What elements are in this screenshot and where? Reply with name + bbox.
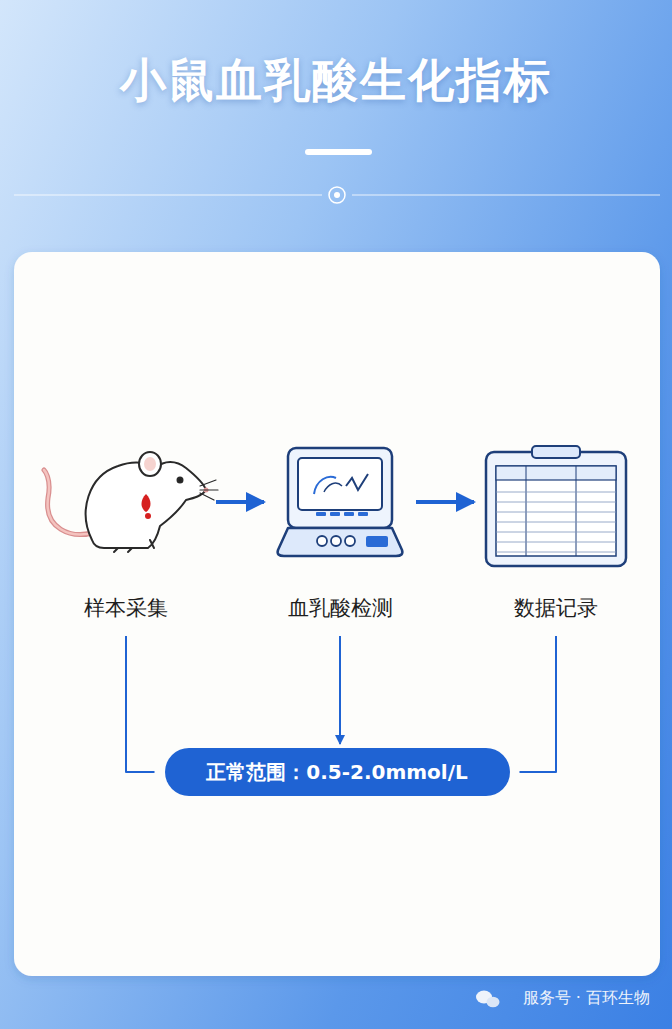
page-title: 小鼠血乳酸生化指标: [0, 50, 672, 112]
divider-line: [14, 194, 322, 195]
connector: [216, 500, 264, 504]
step-node: 样本采集: [40, 440, 212, 622]
mouse-illustration: [44, 452, 218, 552]
table-rule: [496, 552, 616, 553]
table-rule: [496, 512, 616, 513]
step-label: 数据记录: [478, 594, 634, 622]
table-rule: [496, 532, 616, 533]
title-bar: [305, 149, 372, 155]
step-label: 样本采集: [40, 594, 212, 622]
table-rule: [496, 492, 616, 493]
step-label: 血乳酸检测: [268, 594, 412, 622]
connector: [416, 500, 474, 504]
range-pill: 正常范围：0.5-2.0mmol/L: [165, 748, 510, 796]
divider-dot: [334, 192, 340, 198]
card-panel: [14, 252, 660, 976]
range-text: 正常范围：0.5-2.0mmol/L: [206, 759, 467, 786]
table-rule: [496, 502, 616, 503]
table-rule: [496, 522, 616, 523]
divider-ring: [329, 187, 345, 203]
divider-line: [352, 194, 660, 195]
watermark: 服务号 · 百环生物: [523, 988, 650, 1009]
connector: [126, 636, 155, 772]
step-node: 数据记录: [478, 440, 634, 622]
connector: [520, 636, 557, 772]
connector: [339, 636, 341, 744]
analyzer-illustration: [278, 448, 403, 556]
step-node: 血乳酸检测: [268, 440, 412, 622]
record-sheet-illustration: [486, 446, 626, 566]
table-rule: [496, 542, 616, 543]
wechat-icon: [476, 991, 500, 1008]
